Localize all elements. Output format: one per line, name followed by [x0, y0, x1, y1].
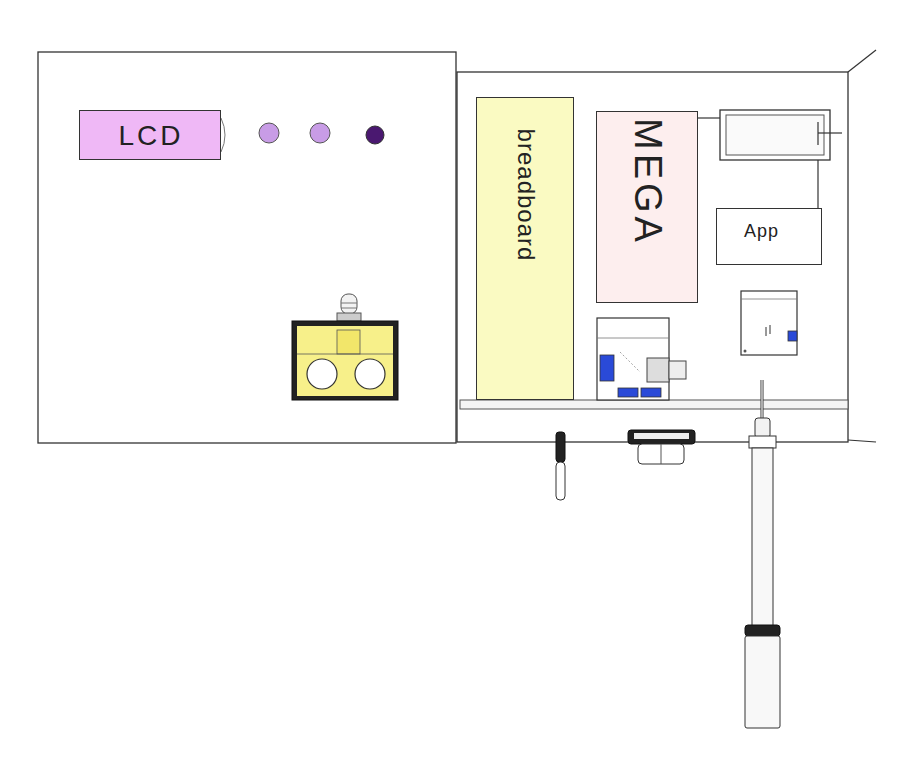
lcd-bracket: [221, 118, 225, 152]
node-label: App: [744, 222, 779, 240]
relay-module: [698, 110, 842, 208]
temperature-probe: [556, 432, 565, 500]
led: [310, 123, 330, 143]
node-label: LCD: [118, 122, 183, 150]
sensor-module: [741, 291, 797, 355]
sensor-board: [597, 318, 686, 400]
lcd-display: LCD: [79, 110, 221, 160]
node-label: breadboard: [514, 129, 538, 262]
node-label: MEGA: [629, 118, 667, 246]
breadboard: breadboard: [476, 97, 574, 400]
led: [259, 123, 279, 143]
bnc-connector: [628, 430, 695, 464]
arduino-board: MEGA: [596, 111, 698, 303]
door-panel: [38, 52, 456, 443]
led: [366, 126, 384, 144]
enclosure-box: [457, 50, 876, 442]
ph-probe: [745, 380, 780, 728]
app-module: App: [716, 208, 822, 265]
outlet-socket: [292, 294, 398, 400]
